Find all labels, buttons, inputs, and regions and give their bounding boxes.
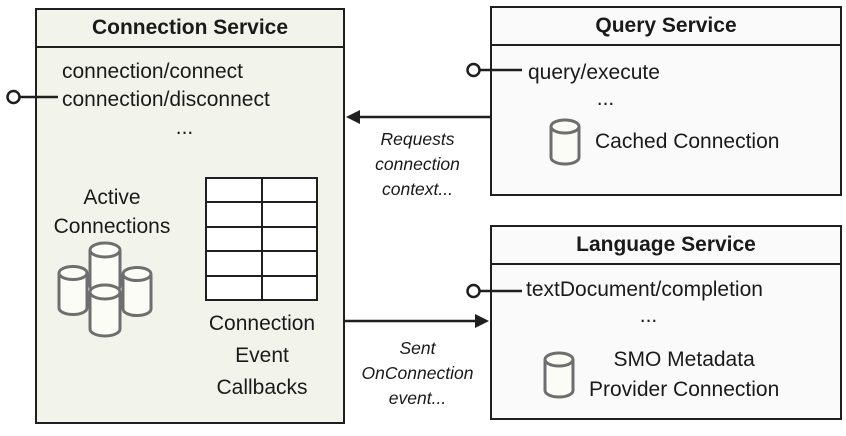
table-cell [206, 178, 262, 203]
connection-service-box: Connection Service connection/connect co… [35, 8, 345, 424]
method-connection-disconnect: connection/disconnect [62, 88, 270, 111]
table-cell [206, 202, 262, 227]
method-query-execute: query/execute [528, 61, 660, 84]
database-icon [549, 118, 581, 166]
table-cell [261, 226, 317, 252]
language-methods-ellipsis: ... [639, 304, 658, 327]
method-textdocument-completion: textDocument/completion [526, 278, 763, 301]
connection-service-methods: connection/connect connection/disconnect… [62, 58, 307, 142]
requests-arrow [346, 110, 491, 124]
arrowhead-icon [346, 110, 360, 124]
table-cell [261, 251, 317, 276]
database-icon [57, 265, 89, 316]
table-cell [261, 275, 317, 300]
database-icon [88, 283, 122, 338]
table-cell [206, 251, 262, 276]
methods-ellipsis: ... [175, 116, 194, 139]
query-service-box: Query Service query/execute ... Cached C… [490, 6, 842, 196]
arrowhead-icon [475, 314, 489, 328]
language-service-box: Language Service textDocument/completion… [490, 225, 842, 420]
sent-arrow [344, 314, 489, 328]
method-connection-connect: connection/connect [62, 60, 243, 83]
cached-connection-label: Cached Connection [595, 130, 780, 153]
requests-connection-context-label: Requests connection context... [375, 129, 460, 199]
language-service-title: Language Service [492, 227, 840, 265]
table-cell [261, 178, 317, 203]
database-cluster-icon [57, 241, 153, 338]
active-connections-label: Active Connections [53, 186, 171, 238]
sent-onconnection-event-label: Sent OnConnection event... [361, 338, 474, 408]
query-methods-ellipsis: ... [596, 87, 615, 110]
connection-service-title: Connection Service [37, 10, 343, 48]
database-icon [121, 266, 153, 317]
smo-provider-item: SMO Metadata Provider Connection [542, 345, 779, 405]
query-service-title: Query Service [492, 8, 840, 46]
smo-provider-label: SMO Metadata Provider Connection [589, 348, 780, 401]
table-cell [206, 226, 262, 252]
connection-event-callbacks-label: Connection Event Callbacks [208, 312, 316, 399]
cached-connection-item: Cached Connection [548, 118, 779, 166]
database-icon [543, 351, 575, 399]
callbacks-table [205, 177, 318, 301]
table-cell [261, 202, 317, 227]
table-cell [206, 275, 262, 300]
